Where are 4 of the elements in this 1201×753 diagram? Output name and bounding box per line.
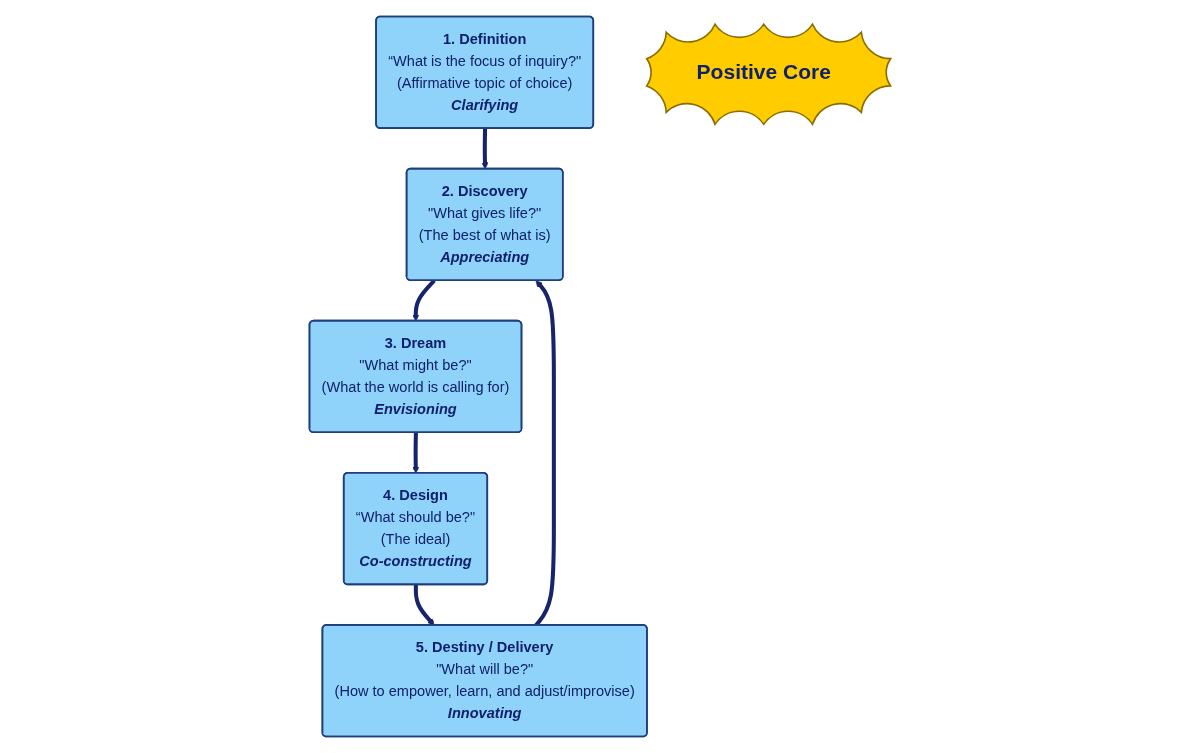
arrow [481, 128, 489, 170]
arrow [414, 584, 436, 626]
arrow [412, 432, 420, 474]
arrow [412, 279, 437, 322]
